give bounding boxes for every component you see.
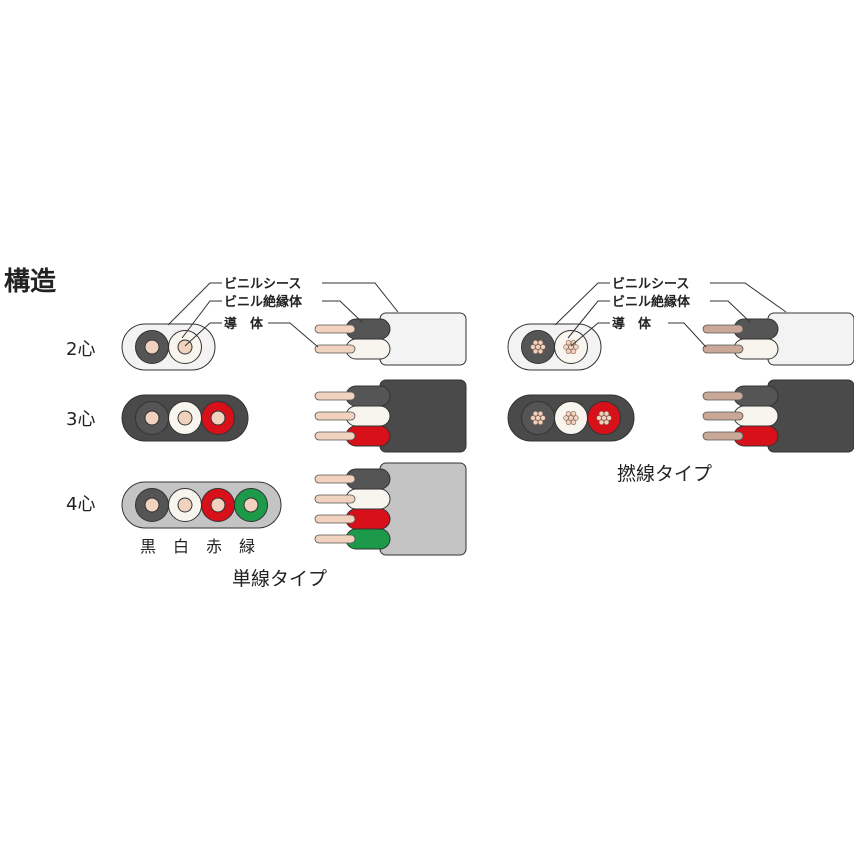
- conductor: [210, 410, 226, 426]
- wire-conductor-0: [314, 391, 356, 401]
- conductor: [177, 410, 193, 426]
- wire-conductor-0: [702, 391, 744, 401]
- wire-conductor-1: [702, 411, 744, 421]
- wire-conductor-2: [314, 431, 356, 441]
- core-label-3: 3心: [66, 409, 95, 430]
- wire-conductor-3: [314, 534, 356, 544]
- wire-conductor-0: [702, 324, 744, 334]
- conductor: [177, 339, 193, 355]
- cable-sheath: [767, 312, 854, 366]
- strand: [532, 419, 539, 425]
- solid-type-label: 単線タイプ: [232, 568, 327, 590]
- strand: [537, 419, 544, 425]
- strand: [570, 411, 577, 417]
- callout-conductor-stranded: 導 体: [612, 316, 652, 332]
- color-label-white: 白: [173, 537, 189, 556]
- strand: [598, 419, 605, 425]
- strand: [606, 415, 612, 421]
- strand: [570, 348, 577, 354]
- strand: [532, 411, 539, 417]
- strand: [540, 344, 546, 350]
- wire-conductor-0: [314, 324, 356, 334]
- strand: [565, 340, 572, 346]
- strand: [537, 348, 544, 354]
- strand: [565, 419, 572, 425]
- strand: [532, 348, 539, 354]
- strand: [530, 344, 536, 350]
- strand: [565, 411, 572, 417]
- wire-conductor-1: [702, 344, 744, 354]
- core-label-4: 4心: [66, 494, 95, 515]
- color-label-red: 赤: [206, 537, 222, 556]
- strand: [596, 415, 602, 421]
- conductor: [144, 339, 160, 355]
- strand: [601, 415, 607, 421]
- wire-conductor-1: [314, 494, 356, 504]
- cable-sheath: [379, 379, 467, 453]
- strand: [568, 344, 574, 350]
- wire-conductor-1: [314, 344, 356, 354]
- strand: [537, 340, 544, 346]
- strand: [573, 415, 579, 421]
- strand: [563, 344, 569, 350]
- strand: [535, 415, 541, 421]
- strand: [537, 411, 544, 417]
- strand: [570, 419, 577, 425]
- strand: [570, 340, 577, 346]
- page-title: 構造: [4, 267, 56, 297]
- callout-conductor: 導 体: [224, 316, 264, 332]
- strand: [540, 415, 546, 421]
- strand: [603, 419, 610, 425]
- wire-conductor-0: [314, 474, 356, 484]
- cable-sheath: [379, 312, 467, 366]
- core-label-2: 2心: [66, 339, 95, 360]
- wire-conductor-2: [702, 431, 744, 441]
- strand: [530, 415, 536, 421]
- strand: [603, 411, 610, 417]
- callouts-solid: [167, 282, 399, 348]
- callout-insulation-stranded: ビニル絶縁体: [612, 294, 691, 310]
- strand: [563, 415, 569, 421]
- conductor: [243, 497, 259, 513]
- callout-insulation: ビニル絶縁体: [224, 294, 303, 310]
- strand: [532, 340, 539, 346]
- conductor: [144, 497, 160, 513]
- color-label-black: 黒: [140, 537, 156, 556]
- wire-conductor-2: [314, 514, 356, 524]
- color-label-green: 緑: [239, 537, 255, 556]
- conductor: [177, 497, 193, 513]
- strand: [565, 348, 572, 354]
- cable-sheath: [767, 379, 854, 453]
- strand: [573, 344, 579, 350]
- conductor: [144, 410, 160, 426]
- wire-conductor-1: [314, 411, 356, 421]
- callouts-stranded: [554, 282, 787, 348]
- strand: [598, 411, 605, 417]
- callout-sheath-stranded: ビニルシース: [612, 276, 689, 292]
- strand: [535, 344, 541, 350]
- callout-sheath: ビニルシース: [224, 276, 301, 292]
- conductor: [210, 497, 226, 513]
- cable-sheath: [379, 462, 467, 556]
- strand: [568, 415, 574, 421]
- stranded-type-label: 撚線タイプ: [617, 463, 712, 485]
